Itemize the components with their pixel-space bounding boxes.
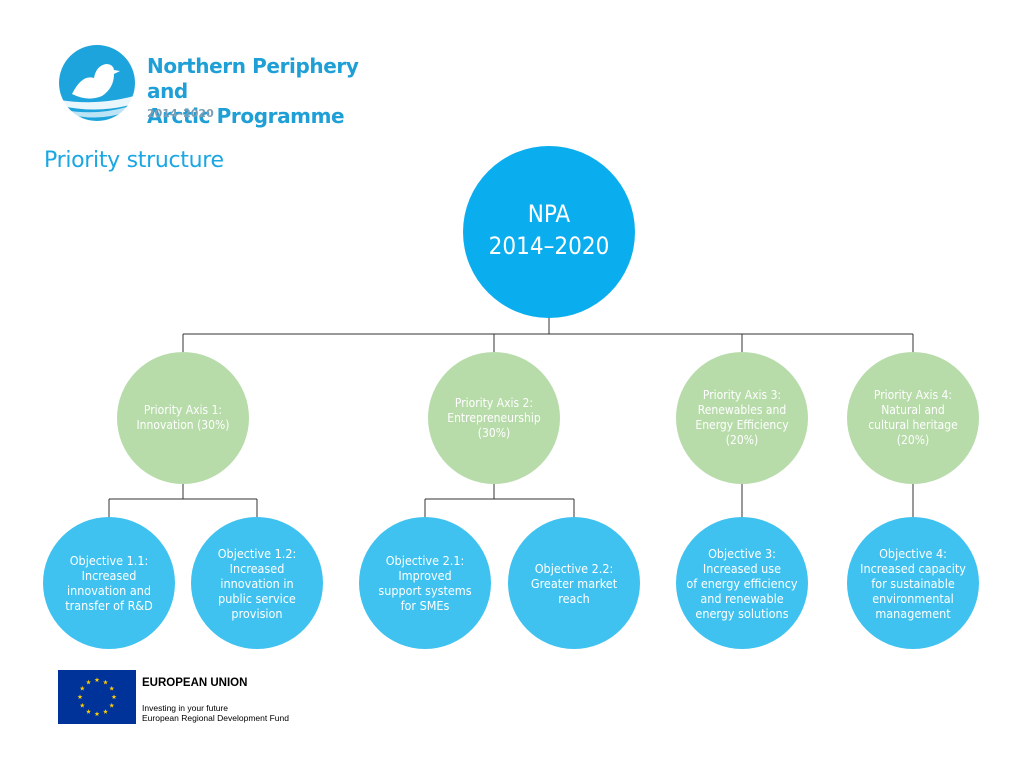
priority-axis-1-node: Priority Axis 1: Innovation (30%) — [117, 352, 249, 484]
objective-3-label: Objective 3: Increased use of energy eff… — [686, 545, 798, 621]
eu-fund-name: European Regional Development Fund — [142, 713, 289, 723]
objective-4-node: Objective 4: Increased capacity for sust… — [847, 517, 979, 649]
eu-star — [86, 679, 91, 685]
eu-star — [94, 677, 100, 683]
root-node: NPA 2014–2020 — [463, 146, 635, 318]
eu-star — [79, 702, 85, 708]
eu-star — [79, 685, 85, 691]
eu-star — [109, 685, 115, 691]
programme-name: Northern Periphery and Arctic Programme — [147, 54, 359, 128]
priority-axis-3-node: Priority Axis 3: Renewables and Energy E… — [676, 352, 808, 484]
eu-star — [111, 694, 117, 700]
eu-tagline: Investing in your future — [142, 703, 228, 713]
objective-2-2-node: Objective 2.2: Greater market reach — [508, 517, 640, 649]
eu-star — [103, 679, 108, 685]
priority-axis-4-node: Priority Axis 4: Natural and cultural he… — [847, 352, 979, 484]
objective-4-label: Objective 4: Increased capacity for sust… — [860, 545, 966, 621]
objective-1-1-label: Objective 1.1: Increased innovation and … — [65, 553, 153, 613]
objective-2-2-label: Objective 2.2: Greater market reach — [530, 560, 618, 606]
eu-star — [77, 694, 83, 700]
objective-2-1-node: Objective 2.1: Improved support systems … — [359, 517, 491, 649]
priority-axis-3-label: Priority Axis 3: Renewables and Energy E… — [695, 388, 789, 447]
objective-3-node: Objective 3: Increased use of energy eff… — [676, 517, 808, 649]
root-label: NPA 2014–2020 — [488, 200, 610, 260]
page-title: Priority structure — [44, 148, 224, 173]
objective-1-1-node: Objective 1.1: Increased innovation and … — [43, 517, 175, 649]
eu-funding-footer: EUROPEAN UNION Investing in your future … — [58, 670, 308, 725]
priority-axis-1-label: Priority Axis 1: Innovation (30%) — [136, 403, 230, 432]
bird-logo-icon — [59, 45, 135, 121]
objective-1-2-label: Objective 1.2: Increased innovation in p… — [217, 545, 297, 621]
priority-axis-2-node: Priority Axis 2: Entrepreneurship (30%) — [428, 352, 560, 484]
priority-axis-2-label: Priority Axis 2: Entrepreneurship (30%) — [447, 395, 541, 440]
eu-title: EUROPEAN UNION — [142, 677, 248, 689]
objective-2-1-label: Objective 2.1: Improved support systems … — [378, 553, 472, 613]
eu-flag-icon — [58, 670, 136, 724]
priority-axis-4-label: Priority Axis 4: Natural and cultural he… — [868, 388, 958, 447]
eu-star — [109, 702, 115, 708]
programme-years: 2014–2020 — [147, 107, 214, 120]
programme-logo: Northern Periphery and Arctic Programme … — [58, 44, 398, 128]
objective-1-2-node: Objective 1.2: Increased innovation in p… — [191, 517, 323, 649]
eu-star — [94, 711, 100, 717]
eu-star — [86, 709, 91, 714]
eu-star — [103, 709, 108, 714]
